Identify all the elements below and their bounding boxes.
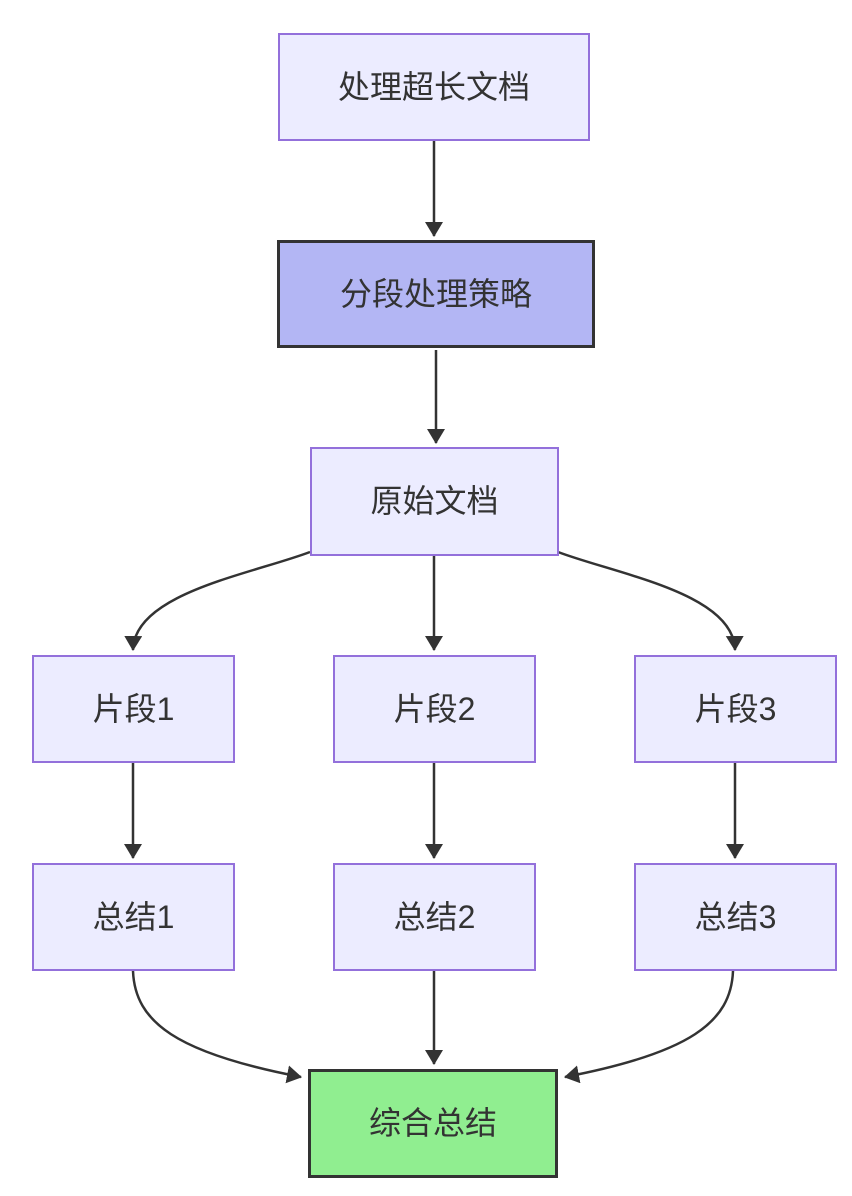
node-label: 综合总结 <box>368 1105 497 1142</box>
node-label: 片段2 <box>393 690 476 727</box>
node-label: 总结2 <box>393 898 476 935</box>
node-label: 总结1 <box>92 898 175 935</box>
node-summary-2: 总结2 <box>333 863 536 971</box>
node-label: 片段1 <box>92 690 175 727</box>
node-label: 原始文档 <box>370 483 499 520</box>
node-label: 处理超长文档 <box>337 68 530 105</box>
edge-doc-frag3 <box>557 550 744 651</box>
node-final-summary: 综合总结 <box>308 1069 558 1178</box>
node-label: 分段处理策略 <box>339 275 532 312</box>
node-fragment-2: 片段2 <box>333 655 536 763</box>
node-fragment-3: 片段3 <box>634 655 837 763</box>
edge-sum1-final <box>131 970 302 1084</box>
edge-sum3-final <box>564 970 735 1084</box>
node-strategy: 分段处理策略 <box>277 240 595 348</box>
node-label: 总结3 <box>694 898 777 935</box>
node-summary-3: 总结3 <box>634 863 837 971</box>
node-label: 片段3 <box>694 690 777 727</box>
node-fragment-1: 片段1 <box>32 655 235 763</box>
node-summary-1: 总结1 <box>32 863 235 971</box>
edge-doc-frag1 <box>124 550 311 651</box>
node-source-document: 原始文档 <box>310 447 559 556</box>
node-task: 处理超长文档 <box>278 33 590 141</box>
